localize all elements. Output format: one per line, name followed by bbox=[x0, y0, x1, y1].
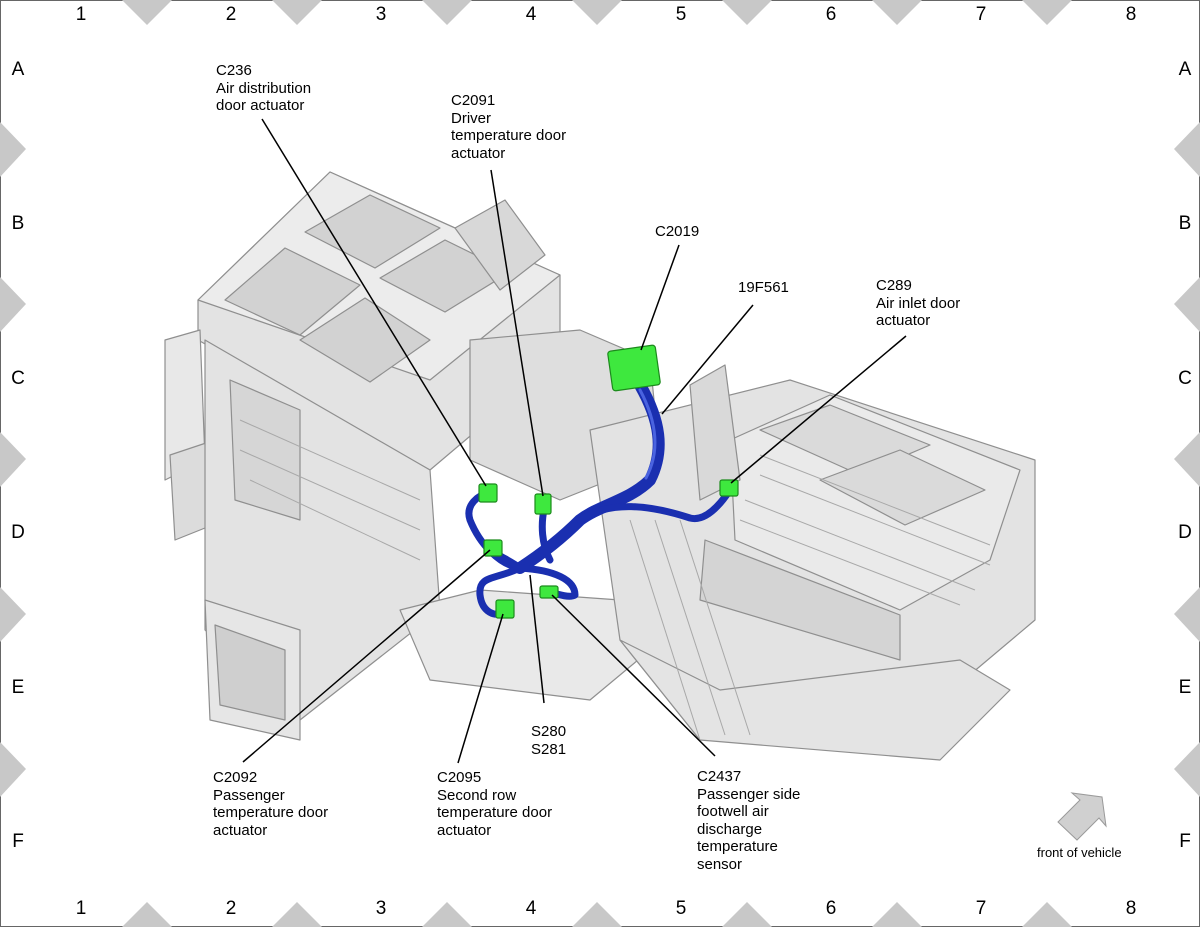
callout-c2092-line-2: Passenger bbox=[213, 786, 285, 804]
callout-c236-line-3: door actuator bbox=[216, 97, 305, 114]
callout-c2019: C2019 bbox=[655, 223, 699, 241]
callout-c2437-line-2: Passenger side bbox=[697, 785, 801, 803]
leader-lines bbox=[242, 118, 907, 764]
callout-c2437-line-3: footwell air bbox=[697, 803, 769, 820]
grid-col-3-bottom: 3 bbox=[375, 898, 387, 919]
grid-col-5: 5 bbox=[675, 4, 687, 25]
callout-c289-line-1: C289 bbox=[876, 277, 912, 294]
callout-c236: C236 Air distribution door actuator bbox=[216, 62, 311, 115]
callout-c2019-line-1: C2019 bbox=[655, 223, 700, 240]
callout-c236-line-1: C236 bbox=[216, 62, 252, 79]
front-of-vehicle-label: front of vehicle bbox=[1037, 845, 1122, 860]
callout-c2095-line-1: C2095 bbox=[437, 769, 482, 786]
callout-c2091-line-4: actuator bbox=[451, 144, 506, 162]
grid-col-5-bottom: 5 bbox=[675, 898, 687, 919]
grid-col-6: 6 bbox=[825, 4, 837, 25]
callout-c2095: C2095 Second row temperature door actuat… bbox=[437, 769, 552, 839]
callout-c2437-line-4: discharge bbox=[697, 820, 763, 838]
callout-s280-line-2: S281 bbox=[531, 740, 567, 758]
connector-c289 bbox=[719, 479, 739, 497]
grid-col-1-bottom: 1 bbox=[75, 898, 87, 919]
grid-row-d: D bbox=[11, 522, 25, 543]
grid-row-b: B bbox=[11, 213, 25, 234]
callout-c289-line-2: Air inlet door bbox=[876, 294, 961, 312]
grid-row-f: F bbox=[12, 831, 24, 852]
callout-c2095-line-3: temperature door bbox=[437, 804, 553, 821]
callout-c2092-line-3: temperature door bbox=[213, 804, 329, 821]
connector-c236 bbox=[478, 483, 498, 503]
callout-c2437-line-6: sensor bbox=[697, 855, 743, 873]
connector-c2095 bbox=[495, 599, 515, 619]
grid-row-a-right: A bbox=[1178, 59, 1192, 80]
callout-c2092: C2092 Passenger temperature door actuato… bbox=[213, 769, 328, 839]
callout-c2092-line-1: C2092 bbox=[213, 769, 258, 786]
callout-s280-line-1: S280 bbox=[531, 723, 567, 740]
callout-c2091: C2091 Driver temperature door actuator bbox=[451, 92, 566, 162]
callout-19f561: 19F561 bbox=[738, 279, 789, 297]
connector-c2019 bbox=[607, 344, 661, 392]
callout-c2092-line-4: actuator bbox=[213, 821, 268, 839]
callout-s280: S280 S281 bbox=[531, 723, 566, 758]
grid-col-8: 8 bbox=[1125, 4, 1137, 25]
grid-row-d-right: D bbox=[1178, 522, 1192, 543]
grid-col-2: 2 bbox=[225, 4, 237, 25]
callout-19f561-line-1: 19F561 bbox=[738, 279, 789, 296]
grid-row-c-right: C bbox=[1178, 368, 1192, 389]
grid-col-4-bottom: 4 bbox=[525, 898, 537, 919]
grid-row-c: C bbox=[11, 368, 25, 389]
callout-c2437-line-1: C2437 bbox=[697, 768, 742, 785]
grid-row-e-right: E bbox=[1178, 677, 1192, 698]
grid-col-3: 3 bbox=[375, 4, 387, 25]
grid-col-1: 1 bbox=[75, 4, 87, 25]
callout-c2095-line-4: actuator bbox=[437, 821, 492, 839]
callout-c2437-line-5: temperature bbox=[697, 838, 778, 855]
grid-row-e: E bbox=[11, 677, 25, 698]
callout-c2091-line-3: temperature door bbox=[451, 127, 567, 144]
callout-c2091-line-1: C2091 bbox=[451, 92, 496, 109]
grid-row-b-right: B bbox=[1178, 213, 1192, 234]
callout-c289: C289 Air inlet door actuator bbox=[876, 277, 960, 330]
grid-col-6-bottom: 6 bbox=[825, 898, 837, 919]
grid-row-f-right: F bbox=[1179, 831, 1191, 852]
callout-c236-line-2: Air distribution bbox=[216, 79, 312, 97]
housing-details bbox=[239, 419, 991, 741]
grid-col-4: 4 bbox=[525, 4, 537, 25]
grid-col-8-bottom: 8 bbox=[1125, 898, 1137, 919]
grid-row-a: A bbox=[11, 59, 25, 80]
grid-col-7-bottom: 7 bbox=[975, 898, 987, 919]
grid-col-2-bottom: 2 bbox=[225, 898, 237, 919]
arrow-up-right-icon bbox=[1057, 792, 1107, 841]
connector-c2437 bbox=[539, 585, 559, 599]
hvac-housing bbox=[164, 171, 1036, 761]
grid-col-7: 7 bbox=[975, 4, 987, 25]
connector-c2091 bbox=[534, 493, 552, 515]
callout-c2437: C2437 Passenger side footwell air discha… bbox=[697, 768, 800, 873]
callout-c289-line-3: actuator bbox=[876, 312, 931, 329]
callout-c2095-line-2: Second row bbox=[437, 786, 517, 804]
callout-c2091-line-2: Driver bbox=[451, 109, 491, 127]
